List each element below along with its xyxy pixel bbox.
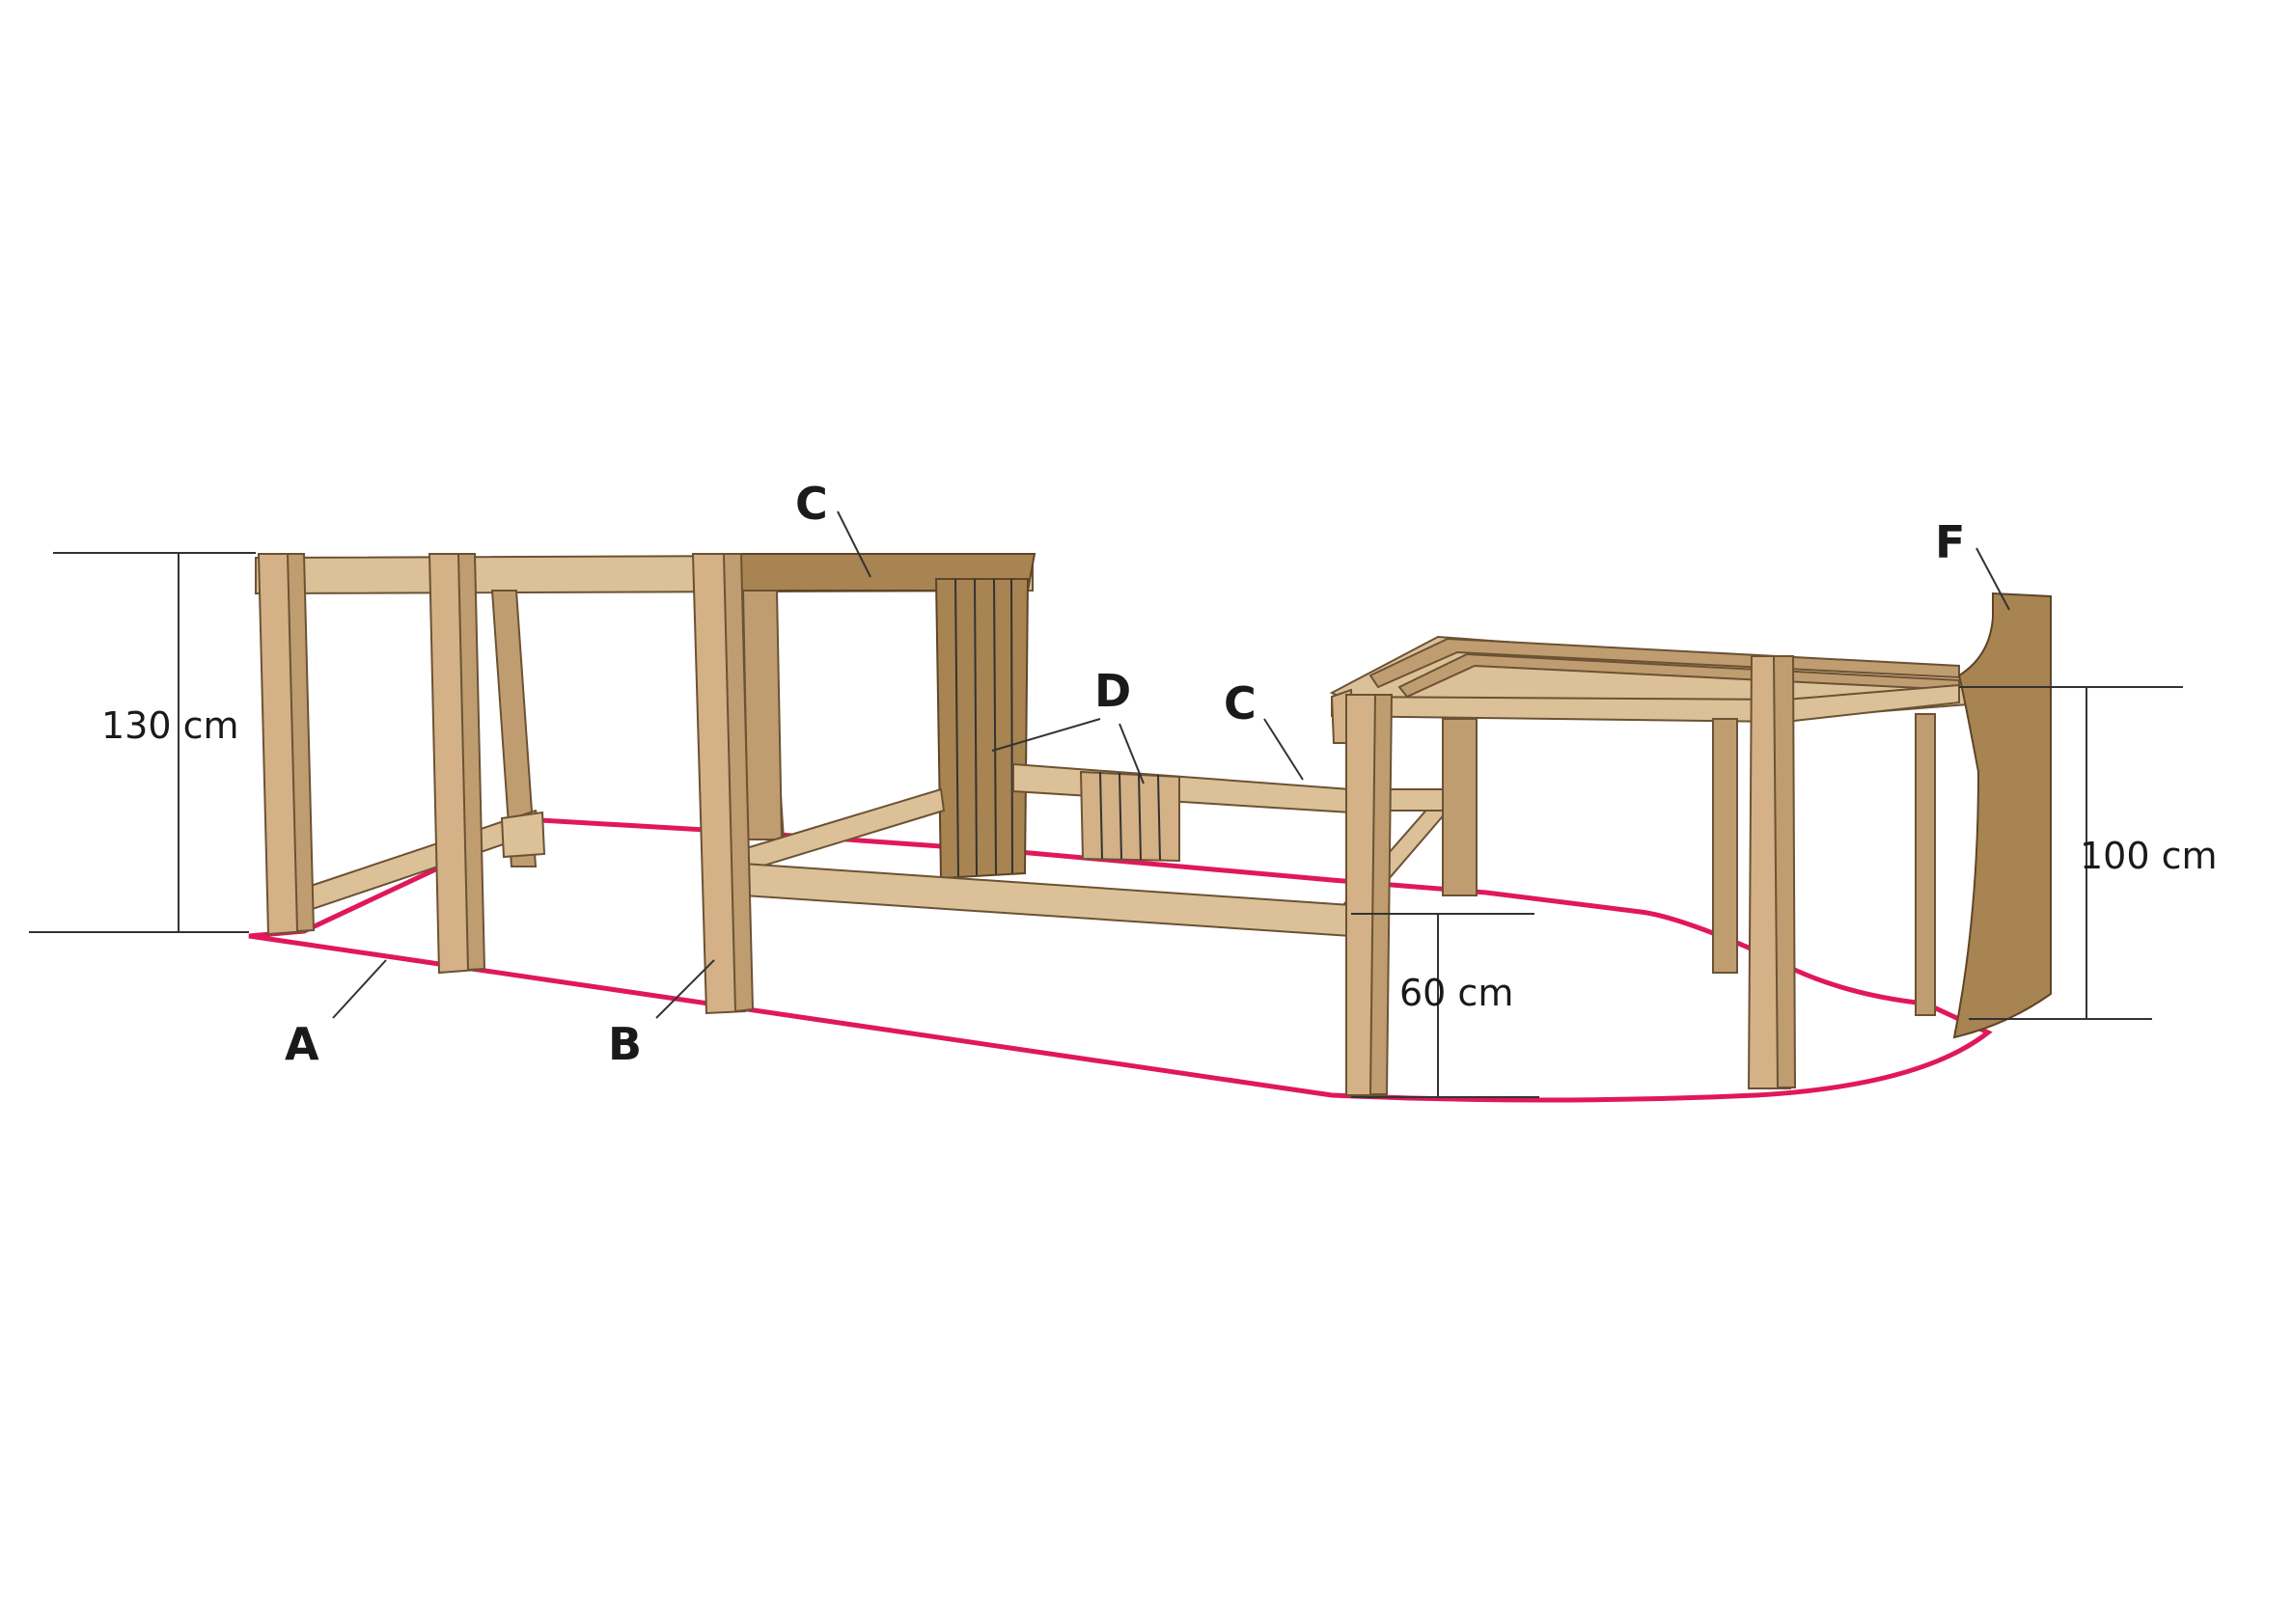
- dim-100-text: 100 cm: [2080, 835, 2218, 877]
- right-back-post-1: [1442, 718, 1478, 896]
- slat-line: [1099, 771, 1103, 860]
- right-front-post-1-side: [1368, 694, 1394, 1095]
- leader-d-1: [991, 718, 1101, 752]
- label-b: B: [608, 1018, 642, 1070]
- leader-a: [332, 959, 387, 1019]
- floor-outline: [248, 817, 1993, 1103]
- slat-panel-d-left: [934, 578, 1030, 880]
- slat-line: [1138, 773, 1142, 861]
- leader-c-right: [1263, 718, 1304, 781]
- right-front-post-2-side: [1772, 655, 1797, 1088]
- left-front-post-1-side: [286, 553, 316, 933]
- slat-line: [1119, 772, 1122, 860]
- label-c-right: C: [1224, 677, 1257, 729]
- leader-d-2: [1119, 723, 1145, 784]
- center-back-post: [741, 590, 784, 840]
- leader-c-left: [837, 510, 871, 578]
- slat-line: [993, 578, 997, 875]
- label-c-left: C: [795, 478, 828, 530]
- center-front-post-side: [722, 553, 755, 1013]
- slat-line: [1010, 578, 1013, 874]
- label-f: F: [1935, 516, 1965, 568]
- label-d: D: [1094, 665, 1131, 717]
- curved-back-panel-f: [1952, 592, 2052, 1039]
- side-rail-c: [1012, 762, 1352, 814]
- right-back-post-3: [1915, 713, 1936, 1016]
- right-back-post-2: [1712, 718, 1738, 974]
- dim-60-text: 60 cm: [1399, 972, 1513, 1014]
- slat-line: [954, 578, 959, 877]
- slat-line: [1157, 774, 1161, 861]
- leader-f: [1975, 547, 2010, 611]
- dim-130-text: 130 cm: [101, 704, 239, 747]
- leader-b: [655, 959, 715, 1019]
- left-front-post-2-side: [456, 553, 486, 972]
- slat-panel-d-middle: [1079, 770, 1180, 863]
- label-a: A: [285, 1018, 319, 1070]
- left-back-post-1: [490, 590, 538, 867]
- slat-line: [974, 578, 978, 876]
- left-stretcher-end: [500, 811, 546, 859]
